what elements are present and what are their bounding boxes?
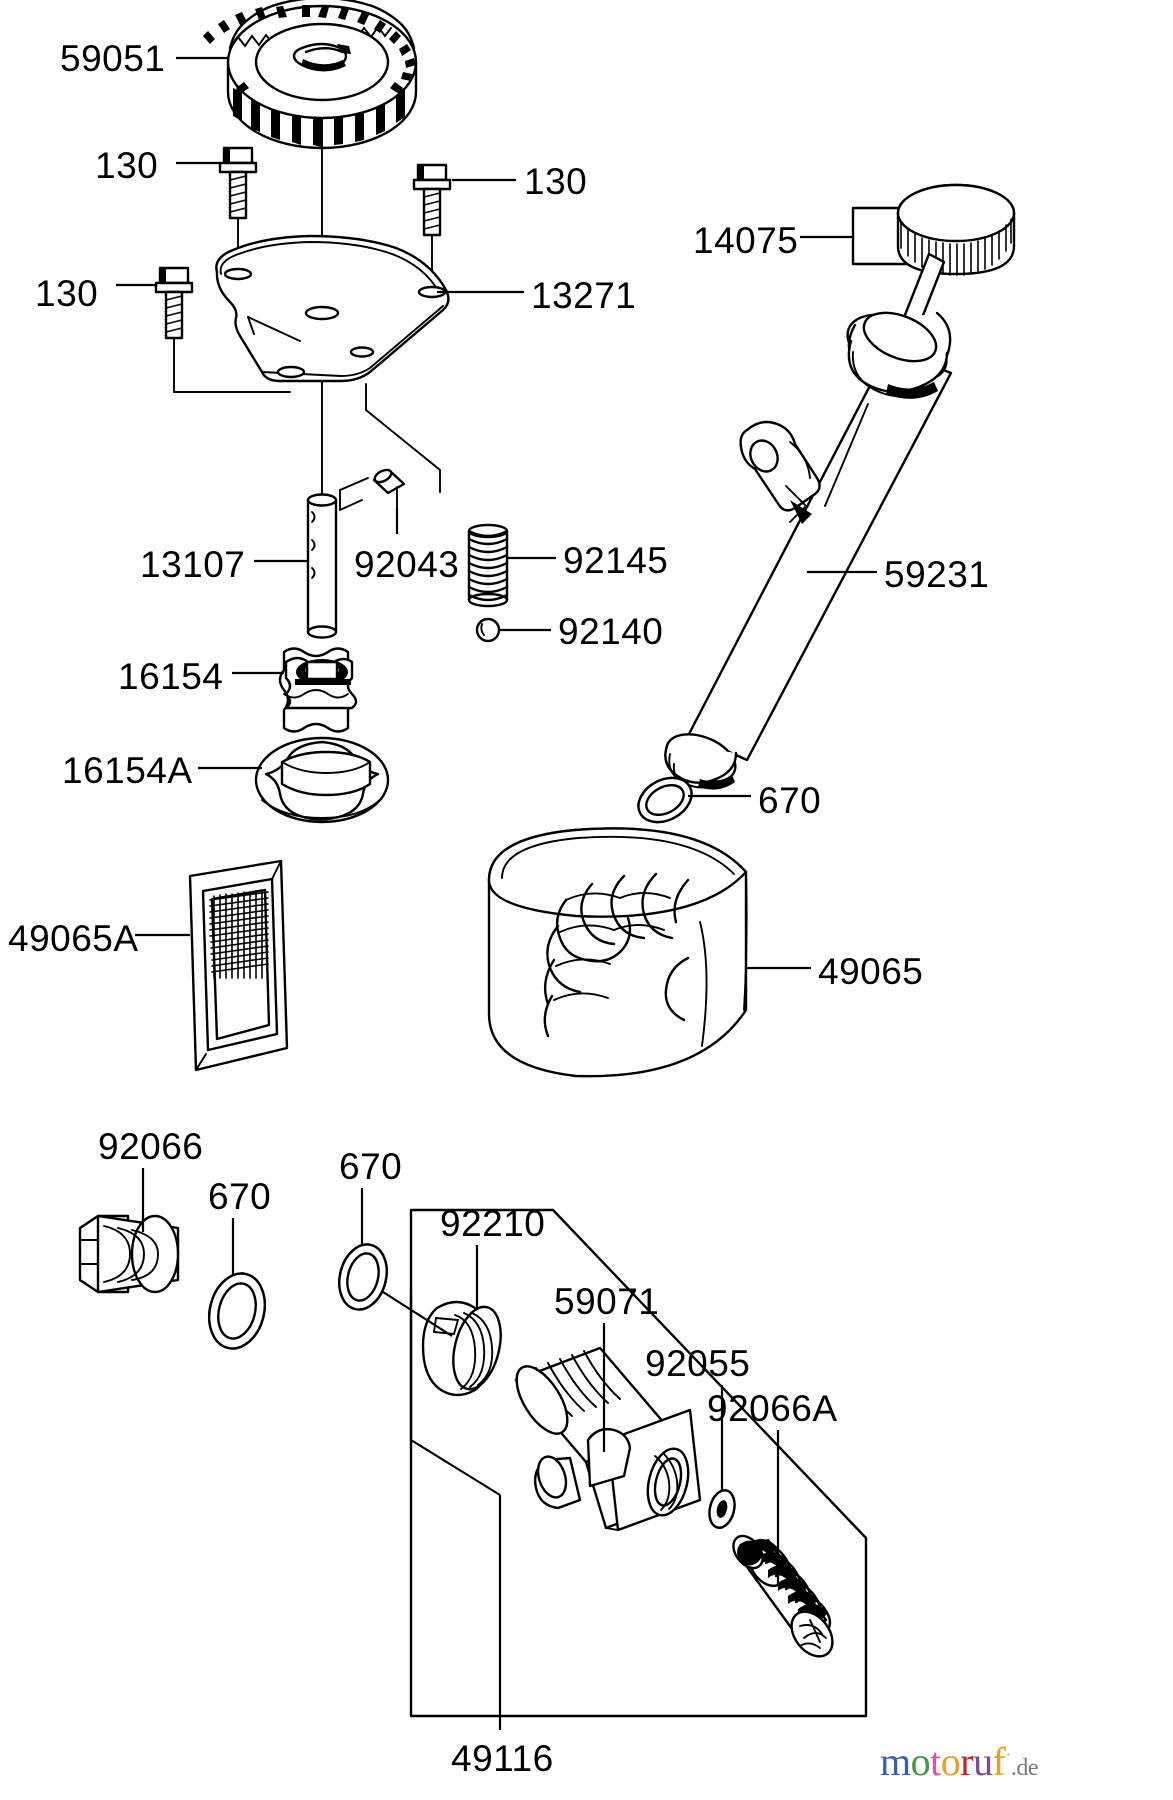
part-inner-rotor-16154A [254,736,390,824]
part-label-14075: 14075 [693,220,799,261]
watermark-letter: o [940,1739,961,1784]
part-valve-o-ring-92055 [708,1489,736,1529]
part-label-16154A: 16154A [62,750,193,791]
part-oil-filter-49065 [487,827,748,1078]
part-label-16154: 16154 [118,656,224,697]
part-label-49116: 49116 [451,1738,554,1779]
motoruf-watermark: motoruf·.de [880,1739,1039,1784]
part-pump-cover-plate-13271 [215,234,450,496]
assembly-box-49116 [409,1208,868,1718]
part-label-59051: 59051 [60,38,166,79]
part-drive-gear-59051 [203,0,418,314]
part-bolt-130-upper-right [412,163,452,289]
leader-lines [116,56,877,1730]
part-label-130-upper-left: 130 [95,145,159,186]
watermark-letter: r [960,1739,974,1784]
part-label-670-tube: 670 [758,780,822,821]
part-bolt-130-lower-left [154,266,291,393]
part-drain-plug-92066 [78,1214,180,1294]
part-label-130-upper-right: 130 [524,161,588,202]
part-outer-rotor-16154 [278,647,358,733]
part-label-49065: 49065 [818,951,924,992]
part-drive-pin-92043 [339,468,406,511]
watermark-letter: t [930,1739,941,1784]
part-o-ring-670-plug [208,1272,266,1350]
watermark-letter: u [973,1739,993,1784]
part-o-ring-670-valve [338,1243,388,1311]
watermark-letter: f [992,1739,1006,1784]
part-label-92210: 92210 [440,1203,546,1244]
part-valve-plug-92066A [732,1534,834,1658]
watermark-letter: m [880,1739,911,1784]
part-relief-spring-92145 [467,523,509,608]
part-dipstick-tube-59231 [664,252,953,790]
part-bolt-130-upper-left [218,146,258,271]
part-oil-screen-49065A [188,859,289,1072]
part-label-59071: 59071 [554,1281,660,1322]
part-label-13271: 13271 [531,275,637,316]
part-valve-nut-92210 [421,1300,502,1397]
part-pump-shaft-13107 [306,493,338,639]
part-label-670-valve: 670 [339,1146,403,1187]
part-label-92043: 92043 [354,544,460,585]
part-label-130-lower-left: 130 [35,273,99,314]
watermark-letter: o [910,1739,931,1784]
part-label-92140: 92140 [558,611,664,652]
part-label-49065A: 49065A [8,918,139,959]
part-steel-ball-92140 [475,617,501,643]
watermark-dot: · [1005,1744,1011,1765]
watermark-tld: .de [1010,1755,1039,1781]
part-o-ring-670-tube [637,776,693,824]
part-label-92145: 92145 [563,540,669,581]
part-label-13107: 13107 [140,544,246,585]
part-label-92055: 92055 [645,1343,751,1384]
part-label-59231: 59231 [884,554,990,595]
part-label-92066A: 92066A [707,1388,838,1429]
part-label-92066: 92066 [98,1126,204,1167]
part-relief-valve-body-59071 [514,1346,702,1532]
part-label-670-plug: 670 [208,1176,272,1217]
